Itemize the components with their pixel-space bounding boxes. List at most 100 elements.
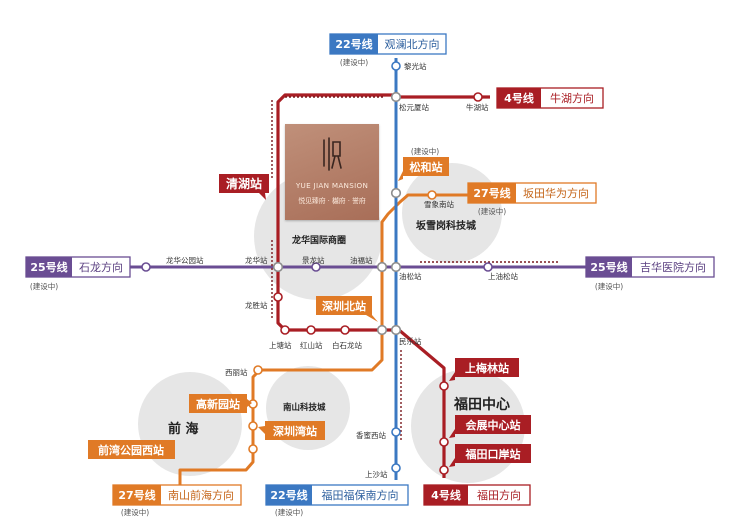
- svg-text:坂田华为方向: 坂田华为方向: [523, 186, 589, 200]
- project-logo-icon: [323, 137, 342, 171]
- legend-27-east: 27号线 坂田华为方向 (建设中): [467, 182, 597, 216]
- station-dot-liguang: [391, 61, 401, 71]
- area-label-longhua: 龙华国际商圈: [291, 234, 346, 246]
- station-dot-longhuagongyuan: [141, 262, 151, 272]
- callout-qianwan: 前湾公园西站: [88, 440, 175, 459]
- station-label-longhuagongyuan: 龙华公园站: [166, 255, 204, 265]
- svg-text:深圳北站: 深圳北站: [322, 299, 366, 313]
- station-label-songyuansha: 松元厦站: [399, 102, 429, 112]
- svg-text:(建设中): (建设中): [30, 281, 58, 291]
- station-label-shangtang: 上塘站: [269, 340, 292, 350]
- callout-huizhan: 会展中心站: [449, 415, 531, 438]
- station-label-yousong: 油松站: [399, 271, 422, 281]
- station-label-shangsha: 上沙站: [365, 469, 388, 479]
- svg-text:上梅林站: 上梅林站: [465, 361, 509, 375]
- svg-text:福田方向: 福田方向: [477, 488, 521, 502]
- line-27: [178, 193, 470, 490]
- station-dot-songhe: [390, 187, 402, 199]
- svg-text:22号线: 22号线: [335, 37, 372, 51]
- area-label-qianhai: 前 海: [168, 421, 199, 437]
- legend-4-north: 4号线 牛湖方向: [496, 87, 604, 109]
- station-label-xili: 西丽站: [225, 367, 248, 377]
- station-dot-xiangmixihu: [391, 427, 401, 437]
- station-dot-longsheng: [273, 292, 283, 302]
- svg-text:4号线: 4号线: [431, 488, 461, 502]
- station-dot-shenzhenwan: [248, 421, 258, 431]
- station-dot-hongshan: [306, 325, 316, 335]
- project-logo-box: YUE JIAN MANSION 悦见臻府 · 樾府 · 誉府: [285, 124, 379, 220]
- station-label-hongshan: 红山站: [300, 340, 323, 350]
- station-dot-baishilong: [340, 325, 350, 335]
- station-dots: [141, 61, 493, 475]
- station-dot-niuhu: [473, 92, 483, 102]
- project-name-cn: 悦见臻府 · 樾府 · 誉府: [298, 197, 366, 205]
- legend-22-south: 22号线 福田福保南方向 (建设中): [265, 484, 409, 517]
- station-label-baishilong: 白石龙站: [332, 340, 362, 350]
- svg-text:(建设中): (建设中): [121, 507, 149, 517]
- svg-text:吉华医院方向: 吉华医院方向: [640, 260, 706, 274]
- station-dot-songyuansha: [390, 91, 402, 103]
- construction-segments: [271, 96, 560, 440]
- svg-text:(建设中): (建设中): [478, 206, 506, 216]
- area-labels: 龙华国际商圈 坂雪岗科技城 南山科技城 前 海 福田中心: [168, 219, 510, 437]
- station-label-minle: 民乐站: [399, 336, 422, 346]
- station-dot-huizhan: [439, 437, 449, 447]
- legend-4-south: 4号线 福田方向: [423, 484, 531, 506]
- station-label-shangyousong: 上油松站: [488, 271, 518, 281]
- station-dot-shangmeilin: [439, 381, 449, 391]
- station-label-longhua: 龙华站: [245, 255, 268, 265]
- callout-qinghu: 清湖站: [219, 174, 269, 200]
- svg-text:深圳湾站: 深圳湾站: [273, 424, 317, 438]
- station-labels: 黎光站 松元厦站 牛湖站 雪象南站 龙华公园站 龙华站 景龙站 油福站 油松站 …: [166, 61, 518, 479]
- legend-22-north: 22号线 观澜北方向 (建设中): [329, 33, 447, 67]
- area-label-nanshan: 南山科技城: [283, 402, 326, 413]
- callout-songhe: (建设中) 松和站: [398, 146, 449, 181]
- station-dot-longhua: [272, 261, 284, 273]
- svg-text:清湖站: 清湖站: [226, 176, 262, 191]
- svg-text:(建设中): (建设中): [411, 146, 439, 156]
- station-dot-futiankouan: [439, 465, 449, 475]
- svg-text:27号线: 27号线: [118, 488, 155, 502]
- legend-27-south: 27号线 南山前海方向 (建设中): [112, 484, 242, 517]
- station-dot-shangsha: [391, 463, 401, 473]
- station-dot-shangyousong: [483, 262, 493, 272]
- svg-text:福田口岸站: 福田口岸站: [465, 447, 521, 461]
- station-dot-xuexiangnan: [427, 190, 437, 200]
- station-dot-youfu: [376, 261, 388, 273]
- legend-25-east: 25号线 吉华医院方向 (建设中): [585, 256, 715, 291]
- callout-futiankouan: 福田口岸站: [449, 444, 531, 467]
- station-label-xuexiangnan: 雪象南站: [424, 199, 454, 209]
- station-dot-shangtang: [280, 325, 290, 335]
- svg-text:南山前海方向: 南山前海方向: [168, 488, 234, 502]
- project-name-en: YUE JIAN MANSION: [295, 181, 369, 190]
- svg-text:牛湖方向: 牛湖方向: [550, 91, 594, 105]
- station-label-liguang: 黎光站: [404, 61, 427, 71]
- area-label-bantian: 坂雪岗科技城: [416, 219, 476, 232]
- station-dot-jinglong: [311, 262, 321, 272]
- svg-text:(建设中): (建设中): [595, 281, 623, 291]
- callout-shenzhenwan: 深圳湾站: [258, 421, 325, 440]
- svg-text:(建设中): (建设中): [275, 507, 303, 517]
- svg-text:27号线: 27号线: [473, 186, 510, 200]
- svg-text:25号线: 25号线: [30, 260, 67, 274]
- station-label-longsheng: 龙胜站: [245, 300, 268, 310]
- svg-text:高新园站: 高新园站: [196, 397, 240, 411]
- svg-text:福田福保南方向: 福田福保南方向: [322, 488, 399, 502]
- station-label-jinglong: 景龙站: [302, 255, 325, 265]
- svg-text:观澜北方向: 观澜北方向: [385, 37, 440, 51]
- station-dot-shenzhenbei: [376, 324, 388, 336]
- svg-text:石龙方向: 石龙方向: [79, 260, 123, 274]
- svg-text:22号线: 22号线: [270, 488, 307, 502]
- callout-gaoxinyuan: 高新园站: [189, 394, 252, 413]
- area-label-futian: 福田中心: [453, 396, 510, 413]
- station-label-youfu: 油福站: [350, 255, 373, 265]
- station-dot-yousong: [390, 261, 402, 273]
- callout-shangmeilin: 上梅林站: [449, 358, 519, 381]
- station-dot-xili: [253, 365, 263, 375]
- svg-text:25号线: 25号线: [590, 260, 627, 274]
- callout-shenzhenbei: 深圳北站: [316, 296, 378, 322]
- station-dot-minle: [390, 324, 402, 336]
- svg-text:松和站: 松和站: [410, 160, 443, 174]
